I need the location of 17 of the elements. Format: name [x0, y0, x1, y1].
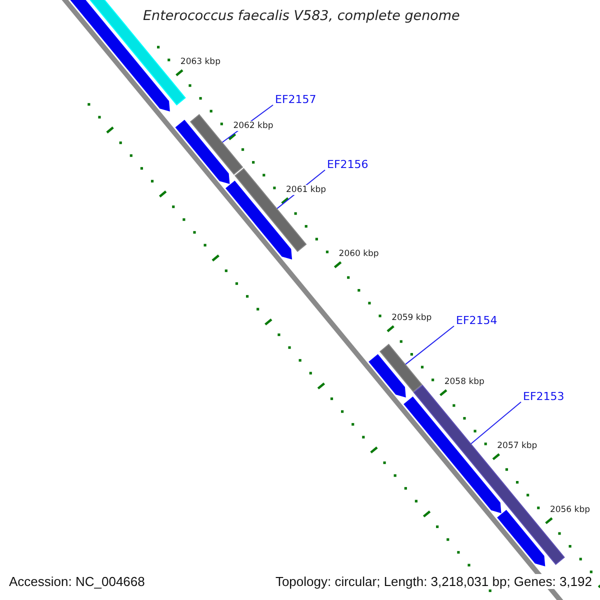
tick-label: 2063 kbp [180, 56, 220, 67]
gene-label: EF2154 [456, 314, 498, 327]
genome-summary-text: Topology: circular; Length: 3,218,031 bp; Genes: 3,192 [275, 574, 592, 589]
tick-label: 2058 kbp [444, 376, 484, 387]
gene-label: EF2156 [327, 158, 368, 171]
tick-label: 2056 kbp [550, 504, 590, 515]
gene-bar [234, 168, 307, 252]
accession-text: Accession: NC_004668 [9, 574, 145, 589]
gene-bar [380, 344, 422, 392]
tick-label: 2057 kbp [497, 440, 538, 451]
tick-label: 2062 kbp [233, 120, 274, 131]
leader-line [470, 402, 522, 444]
tick-label: 2061 kbp [286, 184, 326, 195]
gene-label: EF2157 [275, 93, 316, 106]
map-title: Enterococcus faecalis V583, complete genome [143, 8, 460, 24]
gene-label: EF2153 [523, 390, 564, 403]
leader-line [404, 326, 454, 366]
